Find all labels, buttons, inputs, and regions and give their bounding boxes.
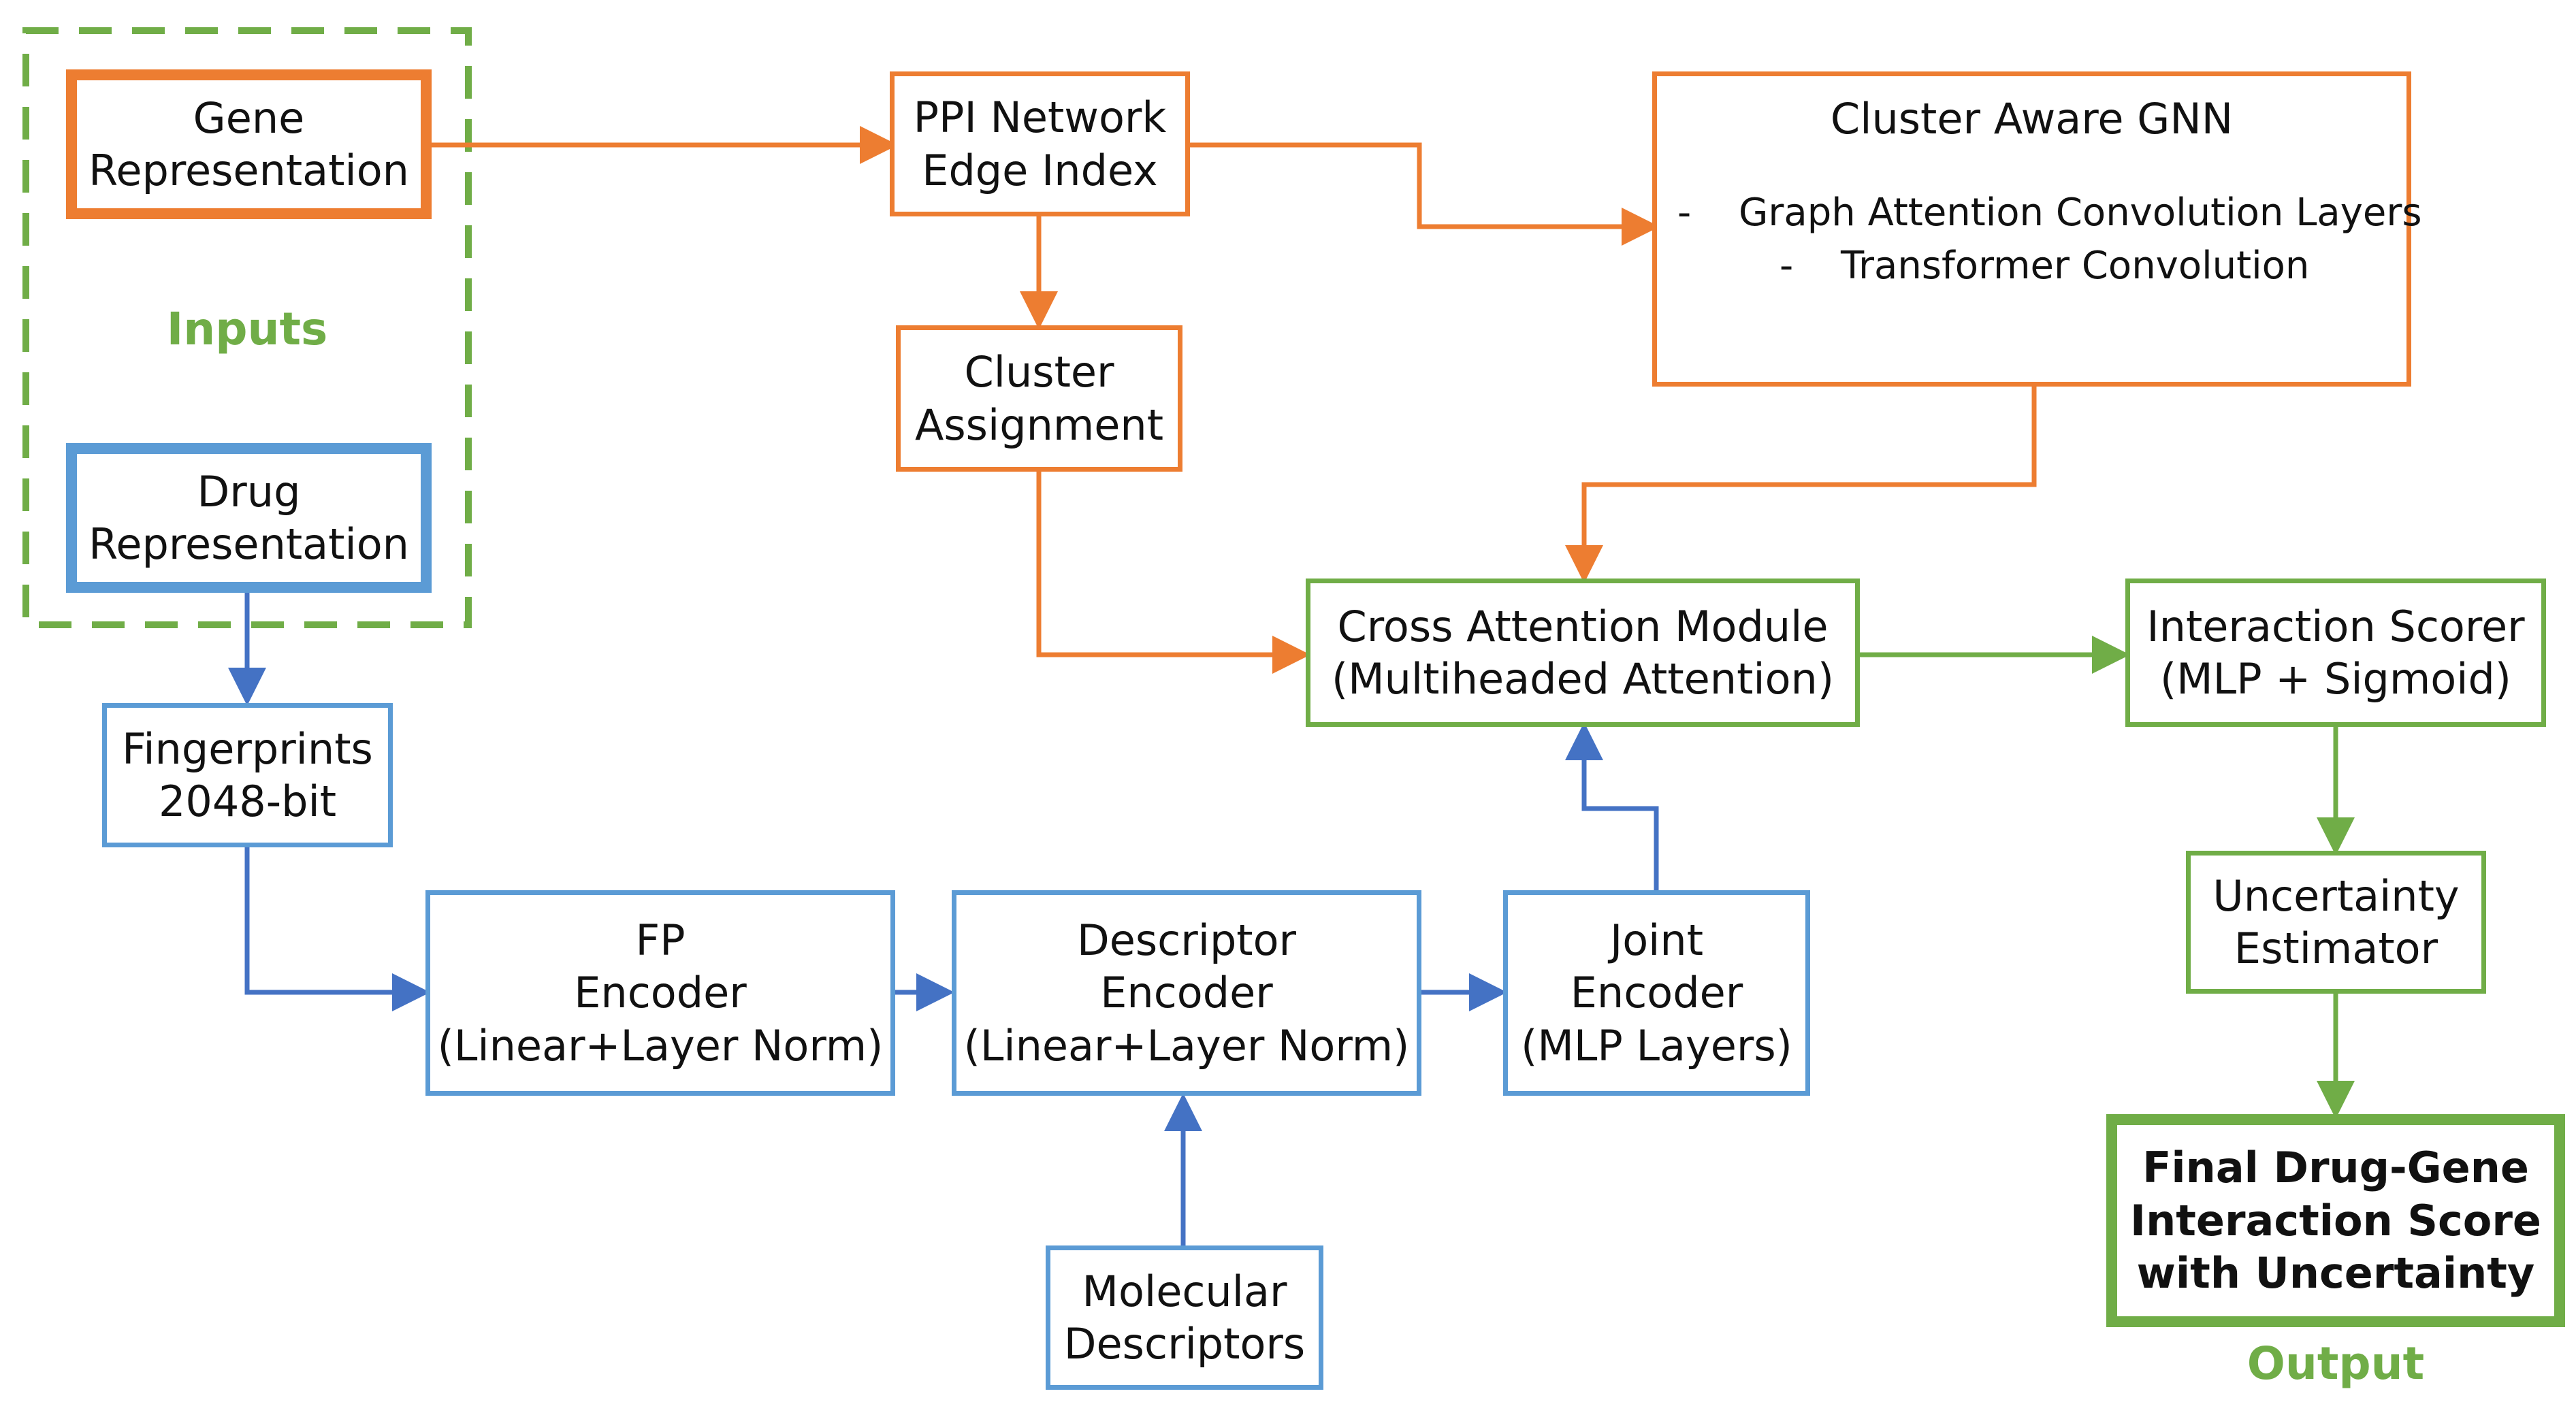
final-line-3: with Uncertainty [2136,1248,2535,1299]
edge-cluster-to-cross [1036,472,1310,674]
inputs-group-border [22,27,472,628]
final-line-2: Interaction Score [2130,1195,2541,1245]
fp-encoder-line-2: Encoder [574,968,747,1018]
uncertainty-line-2: Estimator [2234,924,2438,973]
fp-encoder-line-3: (Linear+Layer Norm) [437,1020,884,1071]
interaction-scorer-box: Interaction Scorer (MLP + Sigmoid) [2125,579,2546,727]
descriptor-encoder-box: Descriptor Encoder (Linear+Layer Norm) [952,890,1421,1096]
cluster-aware-gnn-box: Cluster Aware GNN - Graph Attention Convo… [1652,71,2422,387]
ppi-line-1: PPI Network [913,93,1167,142]
final-score-box: Final Drug-Gene Interaction Score with U… [2106,1114,2565,1327]
cluster-line-2: Assignment [914,400,1164,450]
molecular-descriptors-box: Molecular Descriptors [1046,1245,1323,1390]
final-line-1: Final Drug-Gene [2142,1143,2529,1193]
gnn-title: Cluster Aware GNN [1830,94,2234,144]
uncertainty-estimator-box: Uncertainty Estimator [2186,851,2486,994]
fingerprints-box: Fingerprints 2048-bit [102,703,393,847]
gnn-item-1: - Graph Attention Convolution Layers [1657,186,2422,240]
fingerprints-line-1: Fingerprints [122,723,373,774]
uncertainty-line-1: Uncertainty [2212,870,2460,921]
cross-line-2: (Multiheaded Attention) [1331,654,1835,704]
gene-representation-box: Gene Representation [66,69,432,219]
scorer-line-1: Interaction Scorer [2146,601,2525,651]
gnn-item-2: - Transformer Convolution [1657,240,2309,293]
inputs-label: Inputs [166,303,328,355]
gene-rep-line-2: Representation [88,146,409,195]
scorer-line-2: (MLP + Sigmoid) [2159,654,2511,704]
desc-encoder-line-2: Encoder [1100,968,1273,1018]
fingerprints-line-2: 2048-bit [158,777,337,826]
mol-desc-line-1: Molecular [1082,1266,1287,1316]
joint-encoder-box: Joint Encoder (MLP Layers) [1503,890,1810,1096]
drug-representation-box: Drug Representation [66,443,432,593]
gene-rep-line-1: Gene [193,93,305,143]
joint-encoder-line-1: Joint [1609,915,1704,965]
gnn-item-1-marker: - [1677,190,1692,235]
gnn-item-2-marker: - [1780,243,1794,288]
gnn-item-1-text: Graph Attention Convolution Layers [1739,190,2422,235]
joint-encoder-line-2: Encoder [1570,968,1743,1018]
edge-gnn-to-cross [1565,387,2037,583]
cross-line-1: Cross Attention Module [1337,601,1829,651]
drug-rep-line-2: Representation [88,519,409,569]
desc-encoder-line-3: (Linear+Layer Norm) [963,1020,1410,1071]
joint-encoder-line-3: (MLP Layers) [1521,1020,1792,1071]
ppi-network-box: PPI Network Edge Index [890,71,1190,216]
fp-encoder-box: FP Encoder (Linear+Layer Norm) [425,890,895,1096]
fp-encoder-line-1: FP [635,915,686,965]
cluster-assignment-box: Cluster Assignment [896,325,1182,472]
ppi-line-2: Edge Index [922,145,1158,195]
cluster-line-1: Cluster [964,347,1114,397]
mol-desc-line-2: Descriptors [1063,1319,1306,1369]
drug-rep-line-1: Drug [197,466,301,517]
edge-joint-to-cross [1565,722,1659,890]
edge-ppi-to-gnn [1189,142,1660,246]
gnn-item-2-text: Transformer Convolution [1841,243,2310,288]
cross-attention-box: Cross Attention Module (Multiheaded Atte… [1306,579,1860,727]
output-label: Output [2247,1337,2425,1390]
desc-encoder-line-1: Descriptor [1076,915,1297,965]
edge-fingerprints-to-fp-encoder [244,847,430,1011]
